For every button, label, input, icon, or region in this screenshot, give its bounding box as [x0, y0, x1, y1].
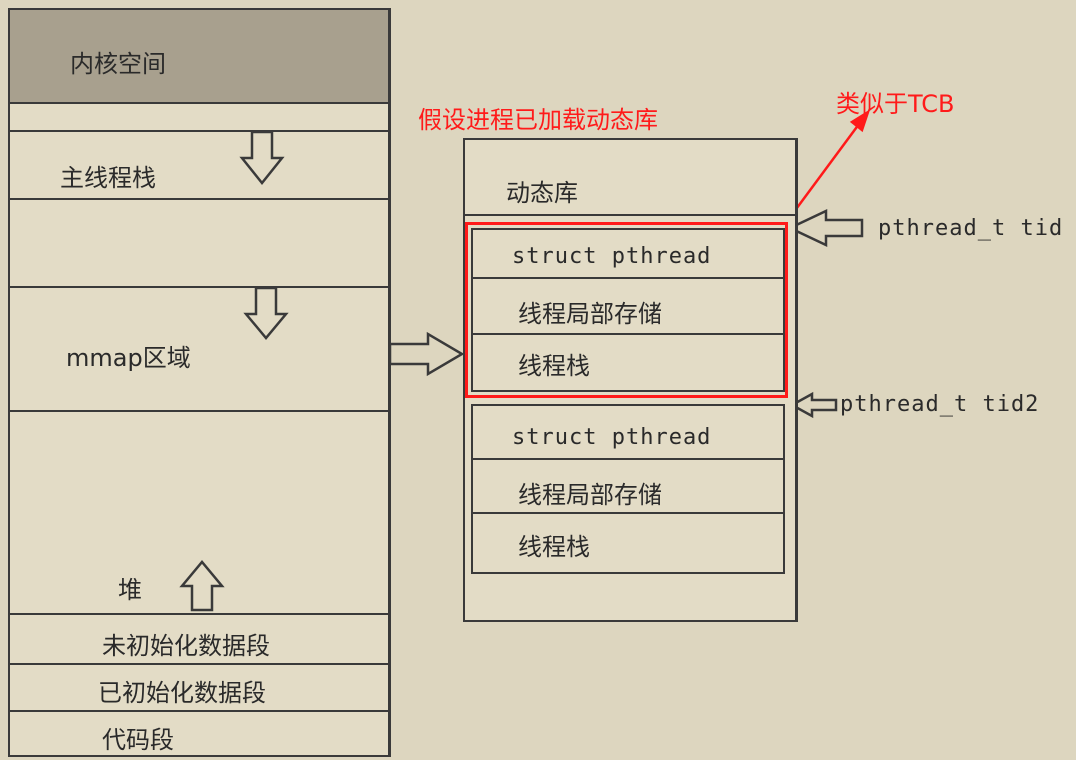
thread-1-tls-label: 线程局部存储 [518, 300, 662, 328]
thread-1-struct-pthread: struct pthread [512, 244, 712, 269]
tid2-handle-label: pthread_t tid2 [840, 392, 1040, 417]
divider [473, 458, 783, 460]
divider [10, 286, 388, 288]
divider [10, 198, 388, 200]
divider [10, 663, 388, 665]
assumption-note: 假设进程已加载动态库 [418, 106, 658, 134]
divider [473, 277, 783, 279]
dynamic-library-title: 动态库 [506, 179, 578, 207]
mmap-grow-down-arrow [243, 286, 289, 340]
divider [473, 333, 783, 335]
thread-2-stack-label: 线程栈 [518, 533, 590, 561]
tid-handle-label: pthread_t tid [878, 216, 1064, 241]
kernel-space-block [10, 10, 388, 102]
data-segment-label: 已初始化数据段 [98, 679, 266, 707]
tid-pointer-arrow [787, 209, 864, 247]
mmap-region-label: mmap区域 [66, 344, 191, 372]
divider [465, 214, 795, 216]
thread-1-control-block [471, 228, 785, 392]
heap-label: 堆 [118, 576, 142, 604]
tcb-highlight-box [465, 222, 788, 398]
address-space-column [8, 8, 391, 757]
divider [10, 710, 388, 712]
stack-grow-down-arrow [239, 130, 285, 186]
text-segment-label: 代码段 [102, 726, 174, 754]
divider [10, 102, 388, 104]
divider [10, 130, 388, 132]
tcb-note: 类似于TCB [836, 90, 955, 118]
mmap-to-library-arrow [388, 331, 465, 377]
thread-1-stack-label: 线程栈 [518, 352, 590, 380]
divider [10, 613, 388, 615]
tid2-pointer-arrow [789, 391, 838, 419]
bss-segment-label: 未初始化数据段 [102, 632, 270, 660]
thread-2-control-block [471, 404, 785, 574]
thread-2-tls-label: 线程局部存储 [518, 481, 662, 509]
divider [473, 512, 783, 514]
tcb-annotation-arrow [786, 109, 871, 221]
heap-grow-up-arrow [179, 560, 225, 612]
thread-2-struct-pthread: struct pthread [512, 425, 712, 450]
main-thread-stack-label: 主线程栈 [60, 164, 156, 192]
kernel-space-label: 内核空间 [70, 50, 166, 78]
divider [10, 410, 388, 412]
